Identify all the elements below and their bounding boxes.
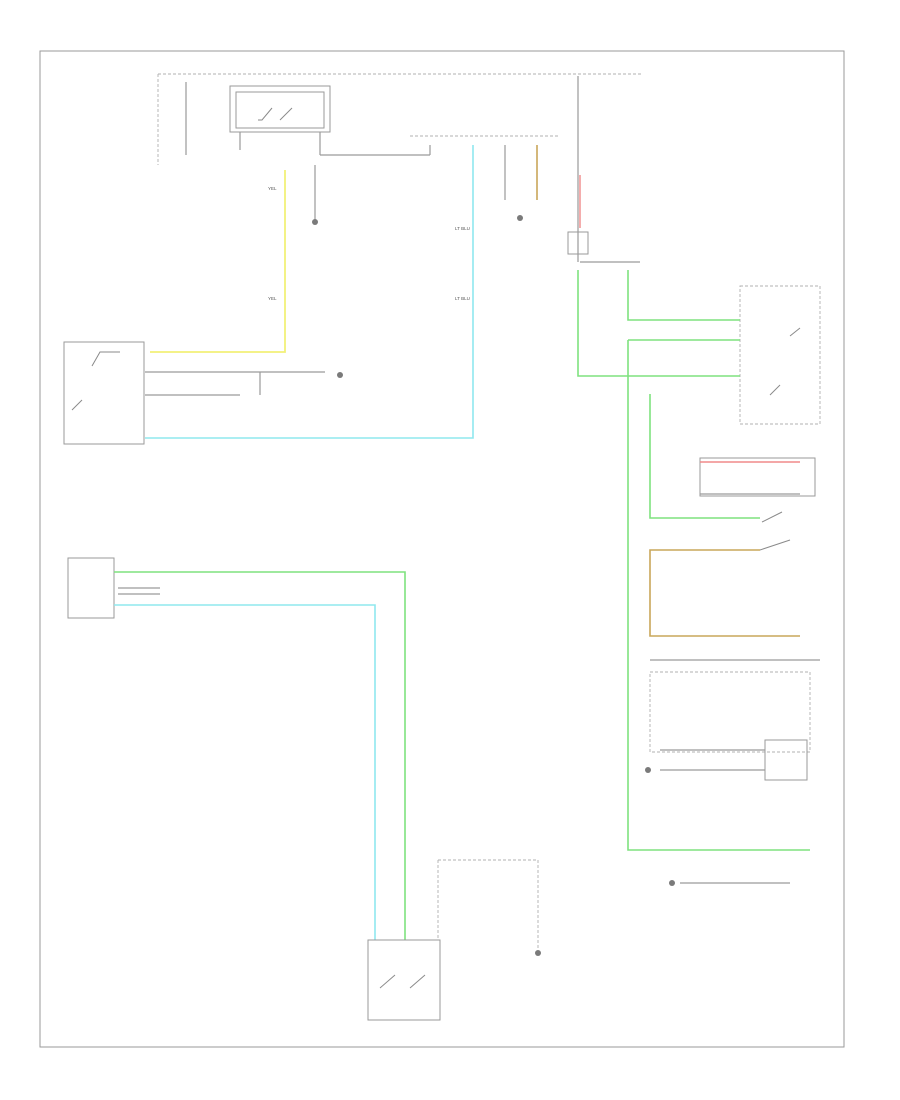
wire-green-d (627, 340, 810, 851)
diagram-frame (39, 50, 845, 1048)
wire-cyan-vsa (114, 604, 376, 940)
underdash-fuse-box (229, 85, 560, 155)
tank-unit (699, 457, 816, 497)
svg-text:YEL: YEL (268, 296, 277, 301)
trunk-opener (669, 880, 790, 886)
wire-green-c (649, 394, 760, 519)
wire-tan (504, 145, 538, 221)
svg-text:YEL: YEL (268, 186, 277, 191)
fuel-lid-switch (759, 511, 791, 551)
relay-right (567, 175, 640, 263)
wire-green-vsa (114, 571, 406, 940)
ground-drop-mid (312, 165, 318, 225)
fuel-lid-opener (645, 671, 811, 781)
pcm-box (67, 557, 160, 619)
wire-cyan: LT BLU LT BLU (145, 145, 474, 439)
svg-text:LT BLU: LT BLU (455, 296, 470, 301)
wire-tan-right (649, 549, 800, 637)
back-up-light-switch (63, 341, 343, 445)
power-feed-left (157, 73, 642, 165)
wire-green-upper (577, 270, 740, 377)
wire-green-a (627, 270, 740, 321)
vsa-modulator (367, 859, 541, 1021)
wire-yellow: YEL YEL (150, 170, 286, 353)
fuel-pump-relay (739, 285, 821, 425)
svg-text:LT BLU: LT BLU (455, 226, 470, 231)
